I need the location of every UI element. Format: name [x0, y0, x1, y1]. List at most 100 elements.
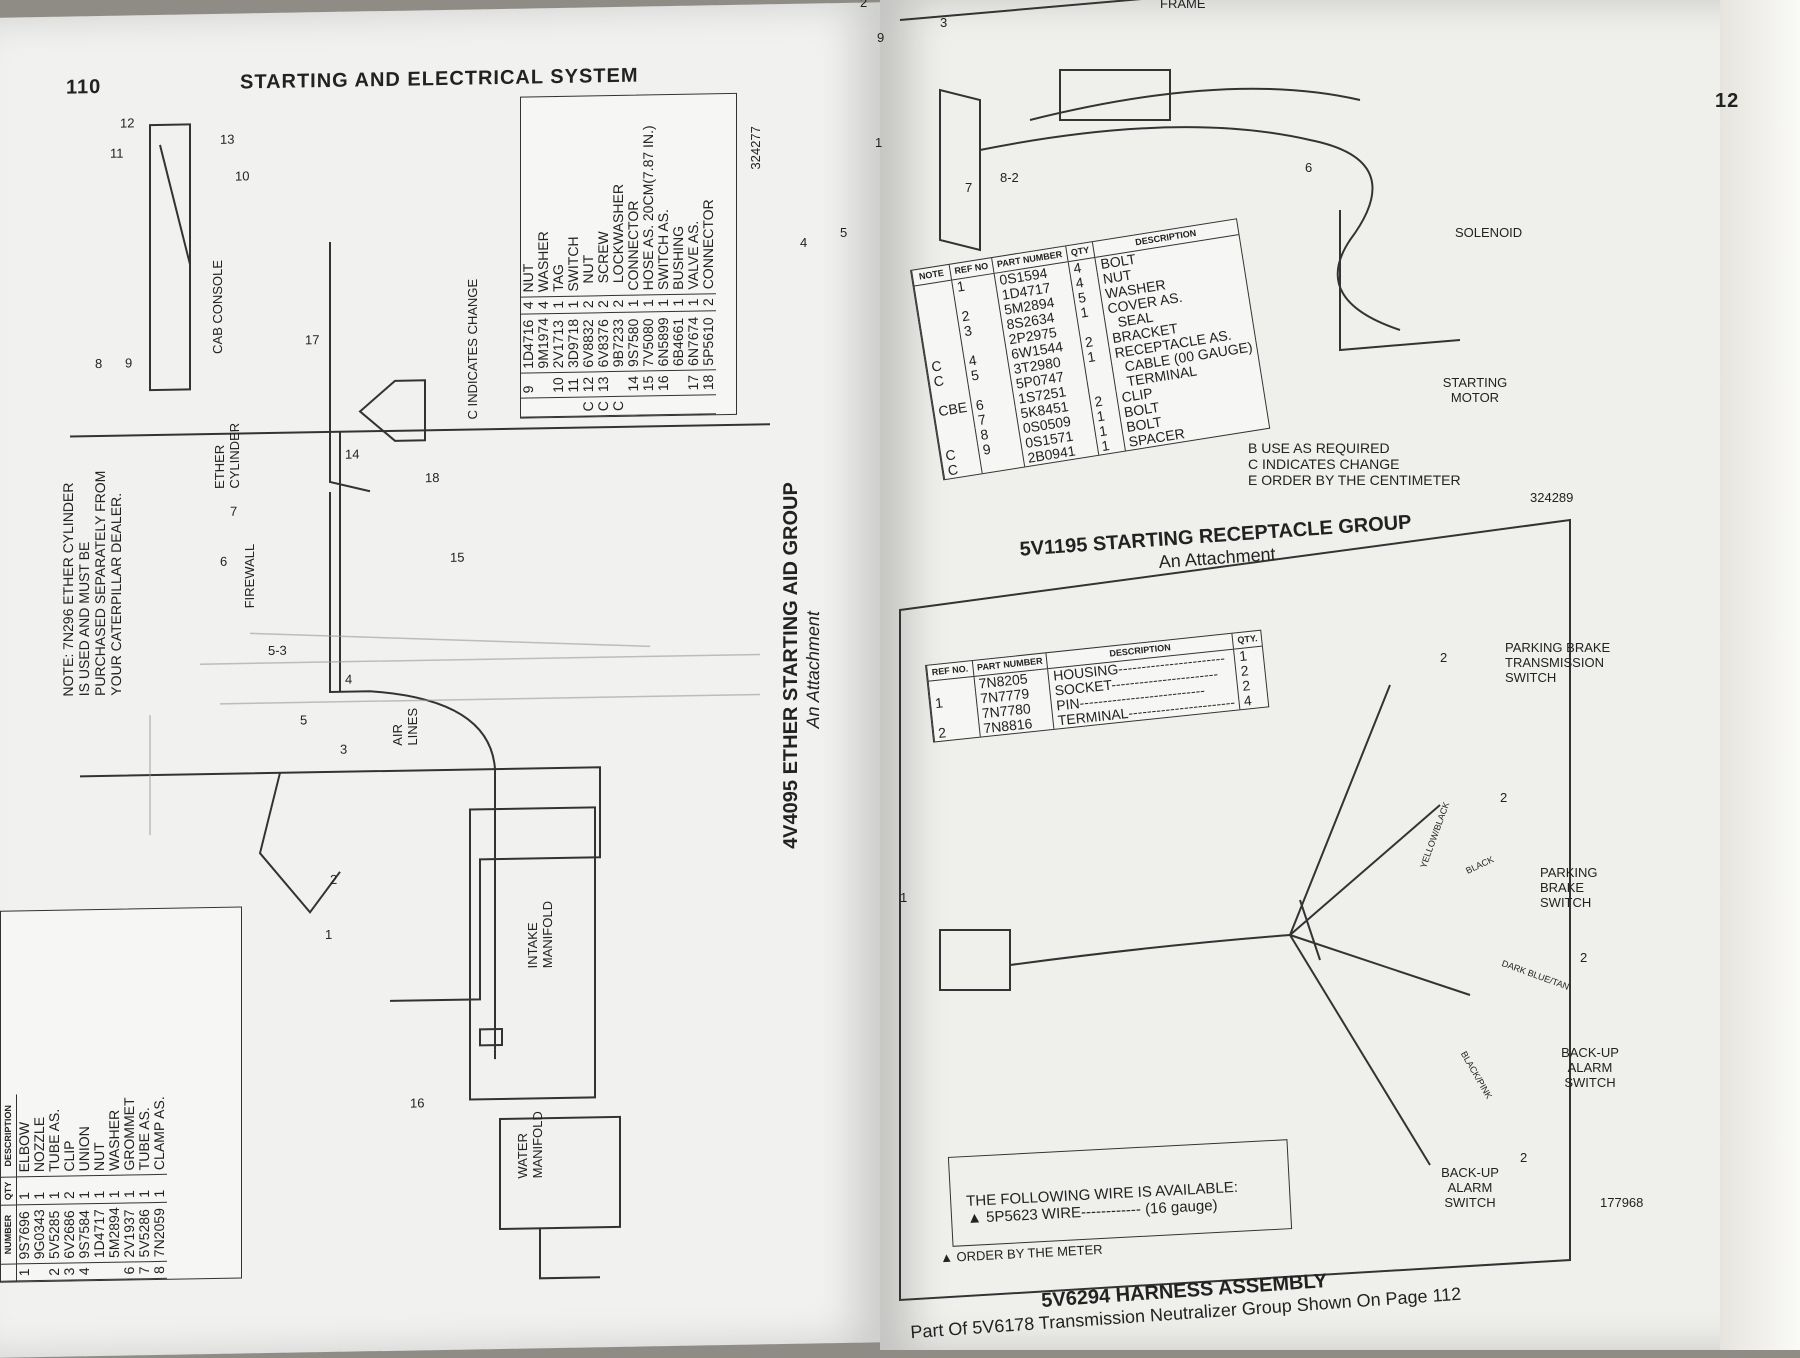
- note-cell: [641, 395, 656, 416]
- ref-cell: 12: [580, 372, 596, 397]
- part-header: NUMBER: [1, 1204, 17, 1265]
- part-cell: 2V1713: [550, 313, 566, 373]
- part-cell: 9G0343: [31, 1204, 47, 1264]
- qty-cell: 1: [655, 294, 671, 312]
- ref-cell: 2: [46, 1263, 62, 1281]
- note-cell: [536, 397, 551, 417]
- intake-manifold-label: INTAKE MANIFOLD: [525, 900, 555, 969]
- ref-cell: 4: [76, 1262, 92, 1280]
- callout-number: 4: [345, 671, 353, 687]
- desc-cell: CONNECTOR: [625, 121, 641, 296]
- part-cell: 9M1974: [535, 313, 551, 374]
- part-cell: 6B4661: [670, 310, 686, 371]
- desc-cell: UNION: [76, 1093, 92, 1176]
- qty-cell: 1: [685, 293, 701, 311]
- desc-cell: LOCKWASHER: [610, 121, 626, 296]
- qty-cell: 4: [520, 296, 536, 314]
- callout-number: 2: [330, 871, 338, 887]
- desc-cell: NOZZLE: [31, 1094, 47, 1177]
- qty-cell: 2: [700, 293, 716, 311]
- group-title-block: 4V4095 ETHER STARTING AID GROUP An Attac…: [780, 481, 824, 850]
- callout-number: 5: [300, 712, 308, 728]
- empty-header: [1, 1264, 17, 1282]
- bottom-illustration-number: 177968: [1600, 1195, 1644, 1210]
- desc-cell: HOSE AS. 20CM(7.87 IN.): [640, 121, 656, 295]
- firewall-label: FIREWALL: [242, 543, 257, 609]
- note-line: PURCHASED SEPARATELY FROM: [92, 470, 108, 697]
- desc-cell: TAG: [550, 122, 566, 297]
- qty-cell: 1: [91, 1175, 107, 1204]
- callout-number: 3: [340, 741, 348, 757]
- group-title: 4V4095 ETHER STARTING AID GROUP: [780, 481, 802, 850]
- solenoid-label: SOLENOID: [1455, 225, 1523, 240]
- part-cell: 9B7233: [610, 312, 626, 372]
- ether-cylinder-note: NOTE: 7N296 ETHER CYLINDER IS USED AND M…: [60, 470, 124, 696]
- wire-note-symbol: ▲: [966, 1209, 983, 1228]
- ether-starting-aid-diagram: [70, 123, 770, 1280]
- callout-number: 7: [230, 503, 238, 519]
- callout-number: 15: [450, 549, 465, 565]
- part-cell: 9S7696: [16, 1204, 32, 1265]
- ref-cell: [536, 372, 551, 398]
- group-subtitle: An Attachment: [803, 610, 823, 729]
- callout-number: 8: [95, 355, 103, 372]
- note-cell: C: [595, 396, 611, 416]
- desc-cell: GROMMET: [121, 1092, 137, 1176]
- callout-number: 1: [900, 890, 908, 905]
- part-cell: 6N7674: [685, 310, 701, 371]
- desc-cell: VALVE AS.: [685, 120, 701, 295]
- note-cell: [686, 394, 701, 415]
- qty-cell: 1: [640, 294, 656, 312]
- water-manifold-label: WATER MANIFOLD: [515, 1111, 545, 1179]
- note-cell: [701, 394, 716, 414]
- backup-alarm-switch-label: BACK-UP ALARM SWITCH: [1561, 1045, 1619, 1090]
- callout-number: 12: [120, 115, 135, 131]
- legend-line: C INDICATES CHANGE: [1248, 456, 1400, 472]
- ref-cell: 9: [520, 373, 536, 399]
- wire-gauge: (16 gauge): [1144, 1196, 1218, 1218]
- ref-cell: 6: [121, 1262, 137, 1280]
- cab-console-label: CAB CONSOLE: [210, 259, 225, 355]
- callout-number: 1: [875, 135, 883, 150]
- callout-number: 17: [305, 332, 320, 348]
- backup-alarm-switch-label-2: BACK-UP ALARM SWITCH: [1441, 1165, 1499, 1210]
- adjacent-page-edge: 12: [1715, 0, 1800, 1350]
- top-illustration-number: 324289: [1530, 490, 1574, 505]
- desc-header: DESCRIPTION: [1, 1094, 17, 1178]
- callout-number: 9: [125, 355, 133, 371]
- note-line: YOUR CATERPILLAR DEALER.: [108, 492, 124, 696]
- legend-line: E ORDER BY THE CENTIMETER: [1248, 472, 1461, 488]
- ref-cell: [92, 1262, 107, 1280]
- note-cell: [656, 395, 671, 415]
- frame-label: FRAME: [1160, 0, 1206, 11]
- qty-cell: 4: [535, 296, 551, 314]
- callout-number: 5-3: [268, 642, 287, 659]
- desc-cell: SWITCH: [565, 122, 581, 297]
- part-cell: 3D9718: [565, 312, 581, 373]
- part-cell: 5M2894: [106, 1202, 122, 1263]
- part-cell: 7N2059: [151, 1201, 167, 1262]
- callout-number: 2: [1500, 790, 1508, 805]
- parking-brake-transmission-switch-label: PARKING BRAKE TRANSMISSION SWITCH: [1505, 640, 1611, 685]
- ref-cell: [611, 371, 626, 397]
- desc-cell: WASHER: [535, 123, 551, 297]
- ref-cell: 11: [565, 372, 581, 398]
- part-cell: 1D4716: [520, 313, 536, 374]
- callout-number: 4: [800, 235, 808, 250]
- callout-number: 9: [877, 30, 885, 45]
- callout-number: 11: [110, 145, 124, 161]
